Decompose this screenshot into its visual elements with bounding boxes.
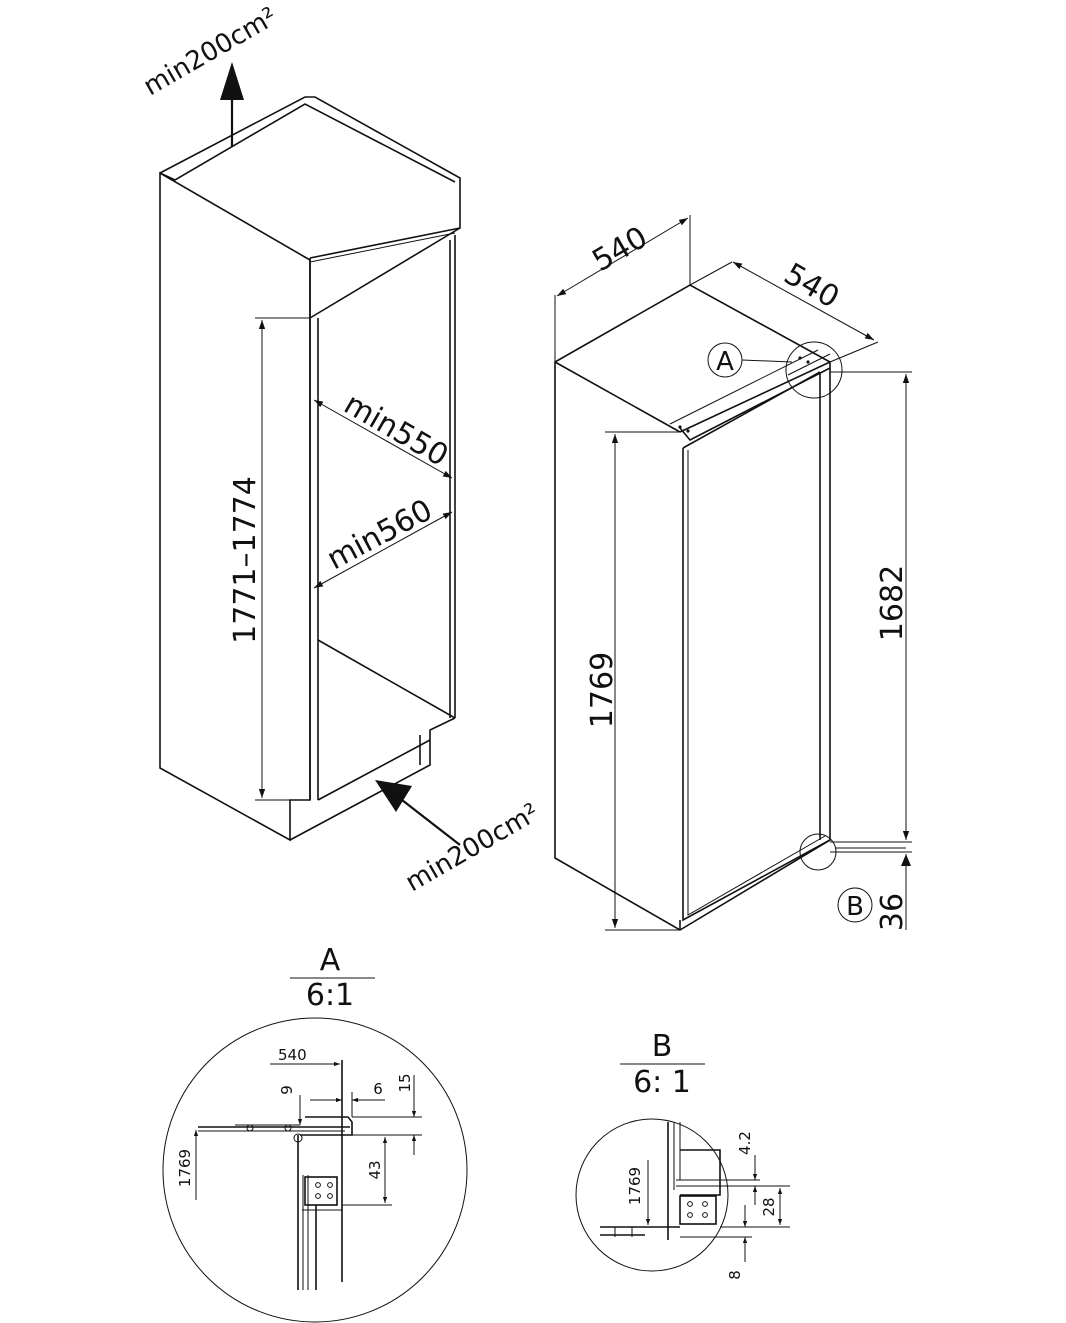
detail-b-dim-1769: 1769 bbox=[626, 1167, 644, 1205]
detail-b-title: B bbox=[652, 1029, 673, 1064]
niche-depth-dimension: min550 bbox=[313, 387, 454, 479]
detail-a-title: A bbox=[320, 943, 341, 978]
vent-arrow-top: min200cm² bbox=[139, 2, 283, 147]
base-height-label: 36 bbox=[875, 893, 910, 931]
appliance-total-height-dimension: 1769 bbox=[585, 431, 680, 931]
vent-arrow-bottom: min200cm² bbox=[375, 780, 544, 898]
detail-a-dim-6: 6 bbox=[373, 1080, 383, 1098]
detail-a-dim-15: 15 bbox=[396, 1073, 414, 1092]
niche-width-label: min560 bbox=[321, 493, 438, 577]
niche-width-dimension: min560 bbox=[313, 493, 453, 589]
appliance-width-label: 540 bbox=[587, 220, 654, 279]
base-height-dimension: 36 bbox=[830, 851, 912, 931]
niche-depth-label: min550 bbox=[338, 387, 454, 474]
cabinet-niche bbox=[159, 96, 461, 842]
door-height-dimension: 1682 bbox=[830, 371, 912, 843]
callout-b: B bbox=[799, 833, 906, 923]
callout-b-label: B bbox=[846, 892, 864, 922]
appliance-width-dimension: 540 bbox=[554, 215, 691, 362]
detail-a-scale: 6:1 bbox=[306, 978, 354, 1013]
detail-b-scale: 6: 1 bbox=[633, 1065, 691, 1100]
detail-b-dim-4-2: 4.2 bbox=[736, 1131, 754, 1155]
appliance-depth-label: 540 bbox=[778, 257, 845, 316]
detail-a-dim-540: 540 bbox=[278, 1046, 307, 1064]
callout-a: A bbox=[707, 341, 843, 399]
detail-b-dim-8: 8 bbox=[726, 1270, 744, 1280]
detail-a: A 6:1 540 9 6 bbox=[162, 943, 468, 1323]
niche-height-dimension: 1771–1774 bbox=[228, 317, 310, 801]
detail-a-dim-43: 43 bbox=[366, 1160, 384, 1179]
detail-b: B 6: 1 1769 4.2 28 bbox=[575, 1029, 790, 1280]
callout-a-label: A bbox=[716, 347, 734, 377]
detail-a-dim-9: 9 bbox=[278, 1085, 296, 1095]
niche-height-label: 1771–1774 bbox=[228, 476, 263, 644]
vent-bottom-label: min200cm² bbox=[401, 798, 545, 898]
door-height-label: 1682 bbox=[875, 565, 910, 641]
detail-b-dim-28: 28 bbox=[760, 1197, 778, 1216]
appliance-total-height-label: 1769 bbox=[585, 652, 620, 728]
detail-a-dim-1769: 1769 bbox=[176, 1149, 194, 1187]
vent-top-label: min200cm² bbox=[139, 2, 283, 102]
